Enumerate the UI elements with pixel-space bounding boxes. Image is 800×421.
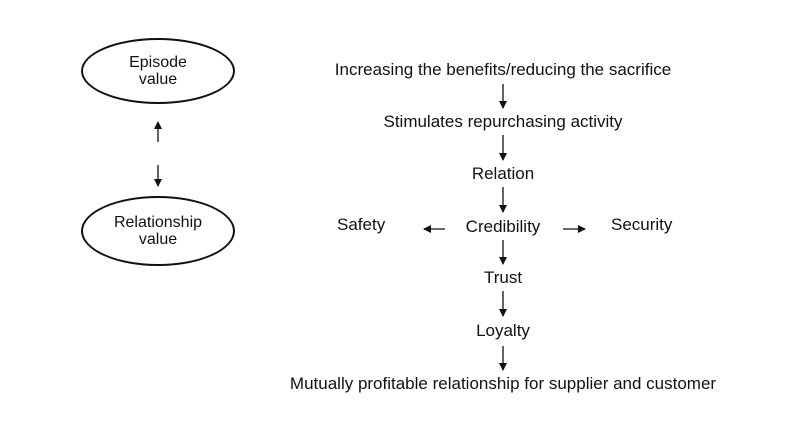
episode-value-node: Episode value bbox=[81, 38, 235, 104]
flow-step-relation: Relation bbox=[471, 164, 535, 183]
flow-step-benefits: Increasing the benefits/reducing the sac… bbox=[334, 60, 672, 79]
relationship-value-label: Relationship value bbox=[113, 214, 203, 248]
flow-step-repurchasing: Stimulates repurchasing activity bbox=[383, 112, 623, 131]
flow-step-loyalty: Loyalty bbox=[476, 321, 530, 340]
episode-value-label: Episode value bbox=[129, 54, 187, 88]
branch-security: Security bbox=[611, 215, 673, 234]
flow-step-trust: Trust bbox=[483, 268, 523, 287]
flow-step-credibility: Credibility bbox=[465, 217, 541, 236]
flow-step-mutual-relationship: Mutually profitable relationship for sup… bbox=[289, 374, 717, 393]
relationship-value-node: Relationship value bbox=[81, 196, 235, 266]
branch-safety: Safety bbox=[337, 215, 386, 234]
